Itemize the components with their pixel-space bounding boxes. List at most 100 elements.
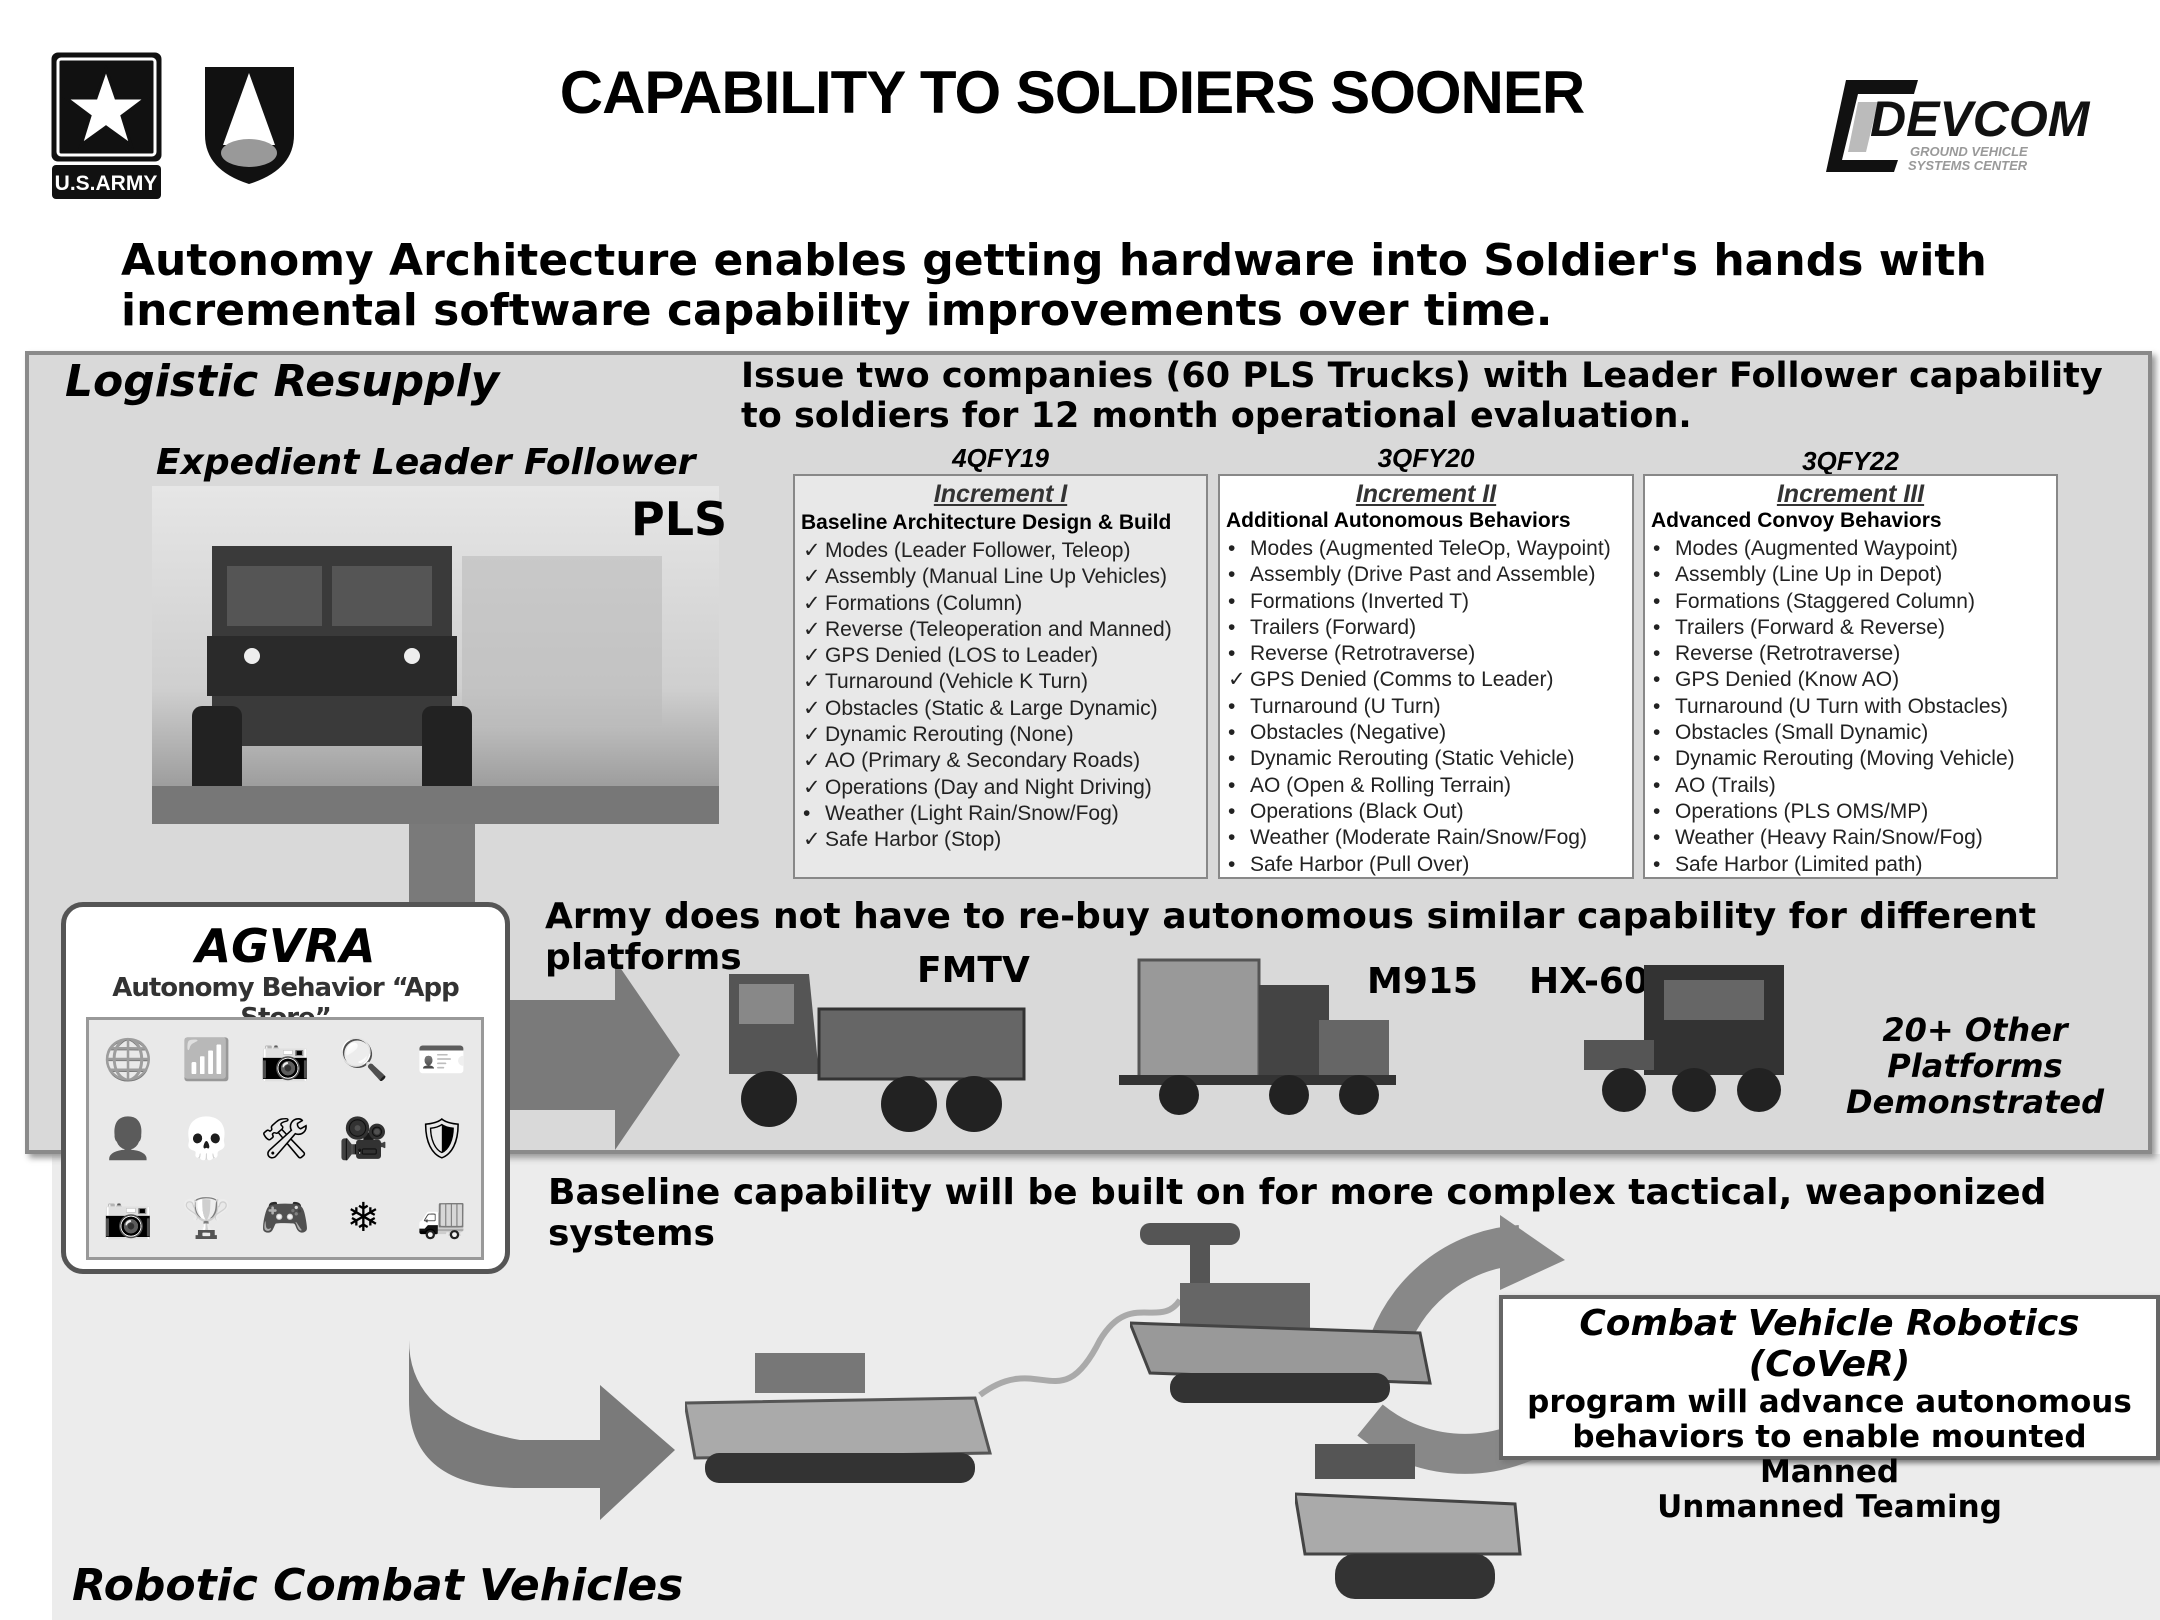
capability-item: •Modes (Augmented TeleOp, Waypoint) (1226, 536, 1626, 562)
increment-2-card: Increment II Additional Autonomous Behav… (1218, 474, 1634, 879)
capability-text: Formations (Staggered Column) (1675, 589, 1975, 613)
gamepad-icon[interactable]: 🎮 (260, 1195, 310, 1241)
bullet-icon: • (1653, 721, 1661, 745)
capability-text: Assembly (Line Up in Depot) (1675, 563, 1943, 587)
futures-command-shield-logo (203, 65, 296, 190)
id-badge-icon[interactable]: 🪪 (416, 1037, 467, 1083)
zoom-in-icon[interactable]: 🔍 (338, 1037, 389, 1083)
checkmark-icon: ✓ (803, 617, 821, 641)
svg-text:SYSTEMS CENTER: SYSTEMS CENTER (1908, 158, 2028, 173)
m915-label: M915 (1367, 961, 1478, 1002)
capability-item: ✓GPS Denied (LOS to Leader) (801, 643, 1200, 669)
capability-text: Safe Harbor (Limited path) (1675, 852, 1923, 876)
camera-icon[interactable]: 📷 (260, 1037, 310, 1083)
checkmark-icon: ✓ (803, 749, 821, 773)
bullet-icon: • (1228, 694, 1236, 718)
capability-text: Dynamic Rerouting (Moving Vehicle) (1675, 747, 2015, 771)
bullet-icon: • (1653, 589, 1661, 613)
capability-text: Weather (Light Rain/Snow/Fog) (825, 801, 1119, 825)
capability-item: •Safe Harbor (Pull Over) (1226, 852, 1626, 878)
bullet-icon: • (1653, 694, 1661, 718)
arrow-to-combat (409, 1274, 675, 1520)
cycle-arrow (1371, 1225, 1522, 1348)
bullet-icon: • (1228, 773, 1236, 797)
capability-text: GPS Denied (Know AO) (1675, 668, 1900, 692)
truck-icon[interactable]: 🚚 (416, 1195, 467, 1241)
shield-icon[interactable]: 🛡 (416, 1116, 468, 1162)
bullet-icon: • (1228, 589, 1236, 613)
capability-item: ✓Obstacles (Static & Large Dynamic) (801, 696, 1200, 722)
issue-statement: Issue two companies (60 PLS Trucks) with… (741, 356, 2103, 436)
capability-text: Assembly (Manual Line Up Vehicles) (825, 565, 1167, 589)
capability-text: Modes (Leader Follower, Teleop) (825, 539, 1131, 562)
globe-icon[interactable]: 🌐 (103, 1037, 154, 1083)
capability-text: Obstacles (Negative) (1250, 721, 1447, 745)
headline: Autonomy Architecture enables getting ha… (121, 235, 1987, 336)
capability-item: ✓Turnaround (Vehicle K Turn) (801, 669, 1200, 695)
capability-text: Trailers (Forward) (1250, 615, 1417, 639)
cover-line: behaviors to enable mounted Manned (1572, 1419, 2087, 1490)
person-icon[interactable]: 👤 (103, 1116, 154, 1162)
capability-text: Weather (Moderate Rain/Snow/Fog) (1250, 826, 1587, 850)
tools-icon[interactable]: 🛠 (259, 1116, 311, 1162)
video-camera-icon[interactable]: 🎥 (338, 1116, 389, 1162)
capability-item: • Reverse (Retrotraverse) (1226, 641, 1626, 667)
snowflake-icon[interactable]: ❄ (346, 1194, 381, 1241)
capability-item: •Assembly (Drive Past and Assemble) (1226, 562, 1626, 588)
agvra-title: AGVRA (195, 919, 376, 973)
capability-text: Operations (PLS OMS/MP) (1675, 799, 1929, 823)
skull-icon[interactable]: 💀 (181, 1116, 232, 1162)
capability-text: Reverse (Teleoperation and Manned) (825, 617, 1172, 641)
other-platforms-note: 20+ Other Platforms Demonstrated (1790, 1012, 2160, 1120)
section-title-robotic-combat: Robotic Combat Vehicles (72, 1560, 684, 1611)
cover-line: Unmanned Teaming (1657, 1489, 2002, 1525)
increment-title: Increment I (933, 480, 1068, 508)
router-icon[interactable]: 📶 (181, 1037, 232, 1083)
bullet-icon: • (1228, 747, 1236, 771)
trophy-icon[interactable]: 🏆 (181, 1195, 232, 1241)
increment-heading: Advanced Convoy Behaviors (1651, 509, 1942, 532)
behavior-icon-grid: 🌐 📶 📷 🔍 🪪 👤 💀 🛠 🎥 🛡 📷 🏆 🎮 ❄ 🚚 (86, 1017, 484, 1260)
bullet-icon: • (1228, 563, 1236, 587)
section-title-logistic: Logistic Resupply (65, 356, 500, 407)
capability-item: •Turnaround (U Turn) (1226, 694, 1626, 720)
issue-line: Issue two companies (60 PLS Trucks) with… (741, 356, 2103, 396)
capability-list: •Modes (Augmented TeleOp, Waypoint)•Asse… (1226, 536, 1626, 878)
capability-item: ✓GPS Denied (Comms to Leader) (1226, 667, 1626, 693)
bullet-icon: • (1653, 668, 1661, 692)
capability-text: Reverse (Retrotraverse) (1675, 642, 1901, 666)
capability-text: GPS Denied (Comms to Leader) (1250, 668, 1554, 692)
capability-text: AO (Open & Rolling Terrain) (1250, 773, 1512, 797)
increment-date: 4QFY19 (952, 443, 1049, 473)
capability-item: ✓AO (Primary & Secondary Roads) (801, 748, 1200, 774)
connector-bar (409, 824, 475, 904)
capability-list: • Modes (Augmented Waypoint) • Assembly (Li… (1651, 536, 2050, 878)
capability-text: Turnaround (U Turn with Obstacles) (1675, 694, 2009, 718)
capability-text: Obstacles (Static & Large Dynamic) (825, 696, 1158, 720)
capability-item: •Reverse (Retrotraverse) (1651, 641, 2050, 667)
svg-text:U.S.ARMY: U.S.ARMY (55, 172, 158, 195)
devcom-logo: DEVCOM GROUND VEHICLE SYSTEMS CENTER (1818, 76, 2108, 180)
capability-text: Operations (Black Out) (1250, 799, 1464, 823)
bullet-icon: • (1653, 537, 1661, 560)
increment-heading: Additional Autonomous Behaviors (1226, 509, 1571, 532)
arrow-to-platforms (510, 960, 680, 1150)
capability-text: GPS Denied (LOS to Leader) (825, 644, 1099, 668)
capability-text: AO (Trails) (1675, 773, 1776, 797)
bullet-icon: • (1228, 642, 1236, 666)
capability-item: •Dynamic Rerouting (Moving Vehicle) (1651, 746, 2050, 772)
bullet-icon: • (1228, 826, 1236, 850)
bullet-icon: • (1228, 615, 1236, 639)
camera-icon[interactable]: 📷 (103, 1195, 154, 1241)
bullet-icon: • (1228, 537, 1236, 560)
capability-item: •Dynamic Rerouting (Static Vehicle) (1226, 746, 1626, 772)
capability-text: Modes (Augmented Waypoint) (1675, 537, 1958, 560)
capability-item: • GPS Denied (Know AO) (1651, 667, 2050, 693)
m915-truck-image (1119, 955, 1396, 1123)
bullet-icon: • (1653, 799, 1661, 823)
increment-3-card: Increment III Advanced Convoy Behaviors … (1643, 474, 2058, 879)
capability-text: Weather (Heavy Rain/Snow/Fog) (1675, 826, 1983, 850)
capability-item: • Trailers (Forward) (1226, 615, 1626, 641)
capability-text: Safe Harbor (Stop) (825, 828, 1002, 852)
capability-text: Reverse (Retrotraverse) (1250, 642, 1476, 666)
